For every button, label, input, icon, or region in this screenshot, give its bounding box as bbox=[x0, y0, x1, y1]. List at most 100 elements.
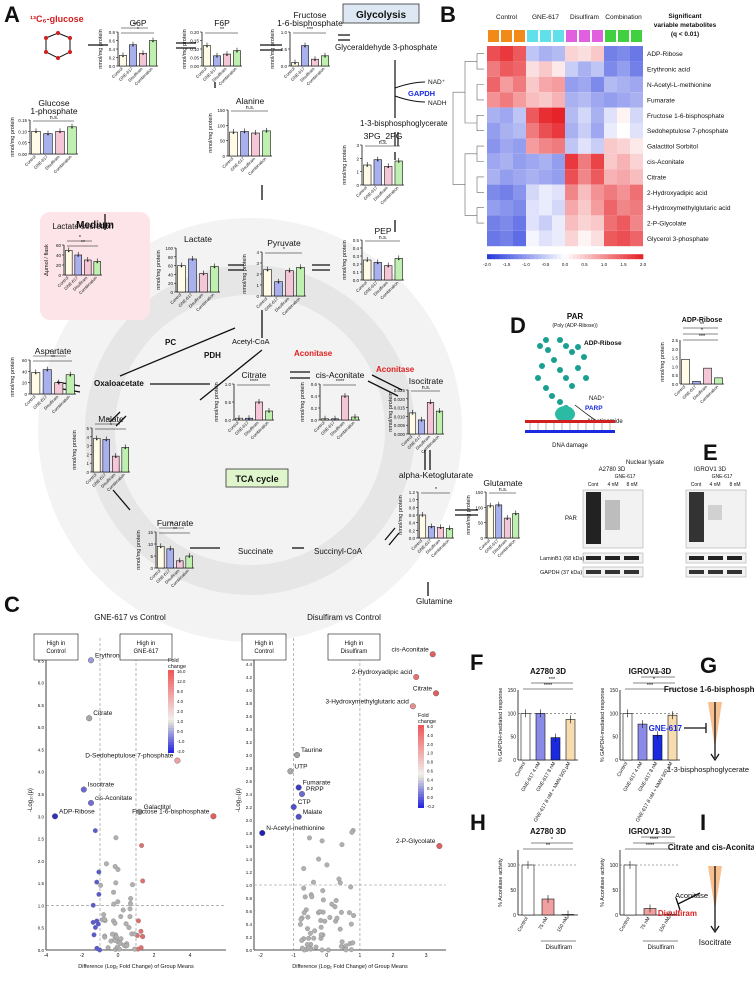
y-axis-title: nmol/mg protein bbox=[214, 382, 220, 421]
heatmap-cell bbox=[539, 169, 552, 185]
y-tick-label: 2.4 bbox=[246, 792, 253, 797]
point bbox=[265, 131, 268, 133]
point bbox=[506, 518, 509, 520]
group-color-tile bbox=[540, 30, 551, 42]
high-in-control-box bbox=[241, 633, 287, 661]
y-tick-label: 100 bbox=[165, 246, 173, 251]
point bbox=[213, 266, 216, 269]
chart-title-line2: 1-phosphate bbox=[30, 106, 78, 116]
heatmap-cell bbox=[591, 184, 604, 200]
data-point bbox=[140, 878, 146, 884]
point bbox=[387, 166, 390, 169]
labeled-point bbox=[80, 786, 87, 793]
bar bbox=[667, 714, 678, 761]
point bbox=[178, 561, 181, 563]
labeled-point bbox=[52, 813, 59, 820]
scale-segment bbox=[537, 254, 542, 260]
heatmap-cell bbox=[513, 200, 526, 216]
y-tick-label: 0.4 bbox=[311, 394, 318, 399]
bar bbox=[285, 270, 294, 297]
point bbox=[236, 50, 238, 53]
bar bbox=[43, 133, 53, 155]
heatmap-cell bbox=[552, 92, 565, 108]
heatmap-title-3: (q < 0.01) bbox=[671, 31, 699, 38]
panel-g-schematic: Fructose 1-6-bisphosphate GNE-617 1-3-bi… bbox=[649, 685, 754, 774]
data-point bbox=[329, 901, 335, 907]
x-tick-label: -1 bbox=[291, 953, 296, 959]
y-tick-label: 3.5 bbox=[38, 792, 45, 797]
heatmap-cell bbox=[604, 230, 617, 247]
point bbox=[191, 259, 194, 261]
scale-segment bbox=[553, 254, 558, 260]
y-tick-label: 150 bbox=[217, 108, 225, 113]
heatmap-cell bbox=[487, 107, 500, 123]
y-tick-label: 2.0 bbox=[672, 347, 679, 352]
labeled-point bbox=[210, 813, 217, 820]
point bbox=[159, 546, 162, 549]
y-tick-label: 0.05 bbox=[18, 141, 27, 146]
y-tick-label: 3.6 bbox=[246, 714, 253, 719]
y-tick-label: 0.4 bbox=[246, 922, 253, 927]
pdh-label: PDH bbox=[204, 351, 221, 360]
y-tick-label: 40 bbox=[22, 369, 28, 374]
data-point bbox=[325, 947, 331, 953]
scale-segment bbox=[580, 254, 585, 260]
heatmap-cell bbox=[578, 76, 591, 93]
point bbox=[387, 265, 390, 268]
y-axis-title: -Log₁₀(p) bbox=[28, 788, 34, 812]
labeled-point bbox=[294, 752, 301, 759]
volcano-plot-1: GNE-617 vs Control0.00.51.01.52.02.53.03… bbox=[28, 613, 226, 970]
heatmap-cell bbox=[539, 153, 552, 170]
data-point bbox=[138, 945, 144, 951]
data-point bbox=[138, 928, 144, 934]
bar bbox=[363, 259, 372, 281]
heatmap-cell bbox=[630, 184, 643, 200]
point bbox=[216, 56, 218, 58]
heatmap-cell bbox=[591, 46, 604, 62]
sig-label: ** bbox=[133, 22, 138, 28]
y-tick-label: 0.15 bbox=[190, 39, 199, 44]
chart-alanine: Alanine050100150ControlGNE-617Disulfiram… bbox=[208, 96, 272, 176]
x-tick-label: 75 nM bbox=[538, 916, 550, 931]
g-top-label: Fructose 1-6-bisphosphate bbox=[664, 685, 754, 694]
x-tick-label: -2 bbox=[80, 953, 85, 959]
acetylcoa-label: Acetyl-CoA bbox=[232, 337, 270, 346]
y-tick-label: 2.0 bbox=[38, 859, 45, 864]
data-point bbox=[113, 880, 119, 886]
nad-d-label: NAD⁺ bbox=[589, 395, 605, 402]
data-point bbox=[338, 943, 344, 949]
data-point bbox=[111, 901, 117, 907]
x-axis-title: Difference (Log₂ Fold Change) of Group M… bbox=[78, 964, 194, 970]
data-point bbox=[320, 897, 326, 903]
y-tick-label: 50 bbox=[478, 521, 484, 526]
point-label: PRPP bbox=[306, 786, 324, 793]
heatmap-cell bbox=[617, 92, 630, 108]
bar bbox=[31, 372, 41, 395]
scale-segment bbox=[588, 254, 593, 260]
bar bbox=[435, 410, 444, 435]
y-axis-title: nmol/mg protein bbox=[660, 342, 666, 381]
x-tick-label: 150 nM bbox=[556, 916, 570, 933]
data-point bbox=[136, 918, 141, 924]
scale-segment bbox=[604, 254, 609, 260]
band-laminb1: LaminB1 (68 kDa) bbox=[540, 556, 584, 562]
data-point bbox=[113, 835, 119, 841]
chart-fructose-1-6-bisphosphate: Fructose1-6-bisphosphate0.00.51.0Control… bbox=[270, 10, 343, 86]
scale-tick: 0.2 bbox=[427, 786, 434, 791]
bar bbox=[521, 864, 535, 916]
heatmap-cell bbox=[552, 153, 565, 170]
scale-segment bbox=[533, 254, 538, 260]
heatmap-cell bbox=[552, 138, 565, 154]
scale-segment bbox=[561, 254, 566, 260]
scale-segment bbox=[418, 733, 424, 737]
y-tick-label: 40 bbox=[56, 253, 62, 258]
data-point bbox=[111, 889, 117, 895]
y-axis-title: % GAPDH-mediated response bbox=[600, 688, 606, 763]
labeled-point bbox=[87, 657, 94, 664]
band-par: PAR bbox=[565, 516, 578, 522]
heatmap-cell bbox=[630, 61, 643, 77]
bar bbox=[394, 258, 403, 281]
scale-tick: 12.0 bbox=[177, 679, 186, 684]
scale-segment bbox=[418, 793, 424, 797]
